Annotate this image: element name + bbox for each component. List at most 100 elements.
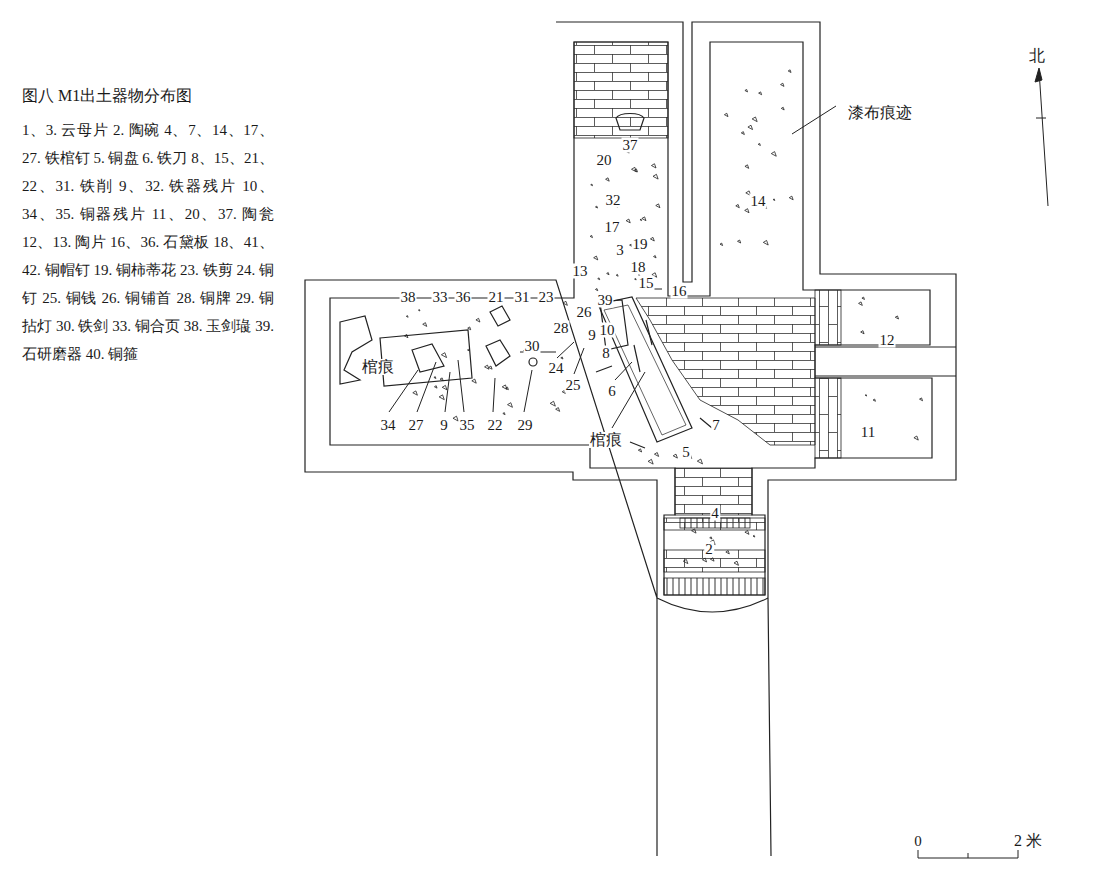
scatter-trace (595, 206, 597, 208)
scatter-trace (865, 395, 867, 396)
callout-number: 22 (487, 418, 504, 433)
ramp-line (657, 598, 771, 856)
scatter-trace (563, 301, 567, 305)
callout-number: 5 (681, 445, 691, 460)
north-arrow (1035, 68, 1042, 82)
scatter-trace (404, 334, 408, 337)
scatter-trace (556, 408, 560, 412)
artifact (616, 114, 644, 131)
scatter-trace (476, 318, 480, 322)
scatter-trace (920, 398, 923, 401)
scatter-trace (759, 92, 762, 95)
scatter-trace (773, 199, 775, 201)
callout-number: 13 (572, 264, 589, 279)
scatter-trace (502, 385, 507, 390)
artifact (630, 418, 712, 448)
scatter-trace (861, 331, 864, 334)
plan-label: 漆布痕迹 (847, 105, 913, 121)
scatter-trace (503, 413, 505, 415)
callout-number: 4 (710, 506, 720, 521)
scatter-trace (789, 196, 793, 200)
brick-floor (636, 298, 815, 445)
scatter-trace (434, 386, 437, 388)
scatter-trace (595, 289, 597, 291)
callout-number: 10 (599, 323, 616, 338)
scatter-trace (673, 454, 677, 458)
lamp (529, 358, 537, 366)
scale-bar (918, 850, 1018, 858)
scatter-trace (453, 416, 458, 421)
scatter-trace (635, 278, 637, 279)
scatter-trace (748, 125, 753, 129)
callout-number: 9 (439, 418, 449, 433)
callout-number: 29 (517, 418, 534, 433)
scatter-trace (692, 529, 696, 533)
scatter-trace (640, 219, 642, 221)
scatter-trace (406, 316, 408, 318)
scatter-trace (607, 273, 609, 275)
callout-number: 2 (704, 542, 714, 557)
scatter-trace (632, 167, 637, 172)
coffin-trace (598, 297, 692, 442)
scatter-trace (594, 256, 598, 260)
scatter-trace (771, 152, 776, 157)
callout-number: 12 (879, 333, 896, 348)
scatter-trace (440, 378, 443, 381)
north-arrow (1036, 70, 1048, 206)
tomb-outline (305, 22, 956, 598)
brick-step (664, 578, 765, 595)
callout-number: 34 (380, 418, 397, 433)
brick-wall (815, 290, 841, 345)
scatter-trace (653, 174, 658, 179)
scatter-trace (745, 209, 749, 213)
callout-number: 28 (553, 321, 570, 336)
scatter-trace (710, 558, 714, 561)
scatter-trace (472, 379, 476, 383)
callout-number: 21 (488, 290, 505, 305)
artifact (412, 344, 444, 372)
artifact (596, 320, 652, 372)
callout-number: 36 (455, 290, 472, 305)
scatter-trace (642, 217, 646, 221)
coffin-trace (380, 330, 472, 386)
plan-label: 棺痕 (589, 432, 623, 448)
scatter-trace (788, 70, 791, 73)
scatter-trace (648, 459, 653, 464)
callout-number: 15 (638, 276, 655, 291)
scatter-trace (468, 327, 471, 330)
callout-number: 19 (632, 237, 649, 252)
scatter-trace (758, 143, 760, 145)
callout-number: 16 (671, 284, 688, 299)
scatter-trace (598, 278, 600, 280)
scatter-trace (434, 377, 436, 379)
plan-label: 北 (1028, 48, 1046, 64)
callout-number: 30 (524, 339, 541, 354)
scatter-trace (781, 83, 784, 86)
scatter-trace (734, 561, 738, 565)
callout-number: 18 (630, 260, 647, 275)
scatter-trace (439, 395, 444, 400)
scatter-trace (724, 113, 728, 116)
callout-number: 27 (408, 418, 425, 433)
leader-line (389, 360, 532, 412)
scatter-trace (423, 323, 427, 327)
scatter-trace (606, 178, 610, 181)
artifact (486, 340, 510, 366)
scatter-trace (508, 403, 513, 408)
scatter-trace (741, 132, 744, 135)
scatter-trace (626, 219, 630, 223)
plan-label: 棺痕 (361, 359, 395, 375)
callout-number: 39 (597, 293, 614, 308)
chamber-wall (330, 42, 932, 595)
callout-number: 7 (711, 418, 721, 433)
scatter-trace (781, 107, 784, 110)
coffin-trace (604, 305, 686, 435)
scatter-trace (441, 353, 446, 358)
scatter-trace (550, 401, 555, 406)
scatter-trace (489, 366, 492, 369)
callout-number: 24 (548, 361, 565, 376)
scatter-trace (895, 316, 898, 319)
scatter-trace (914, 436, 918, 440)
callout-number: 3 (615, 243, 625, 258)
scatter-trace (638, 449, 641, 452)
